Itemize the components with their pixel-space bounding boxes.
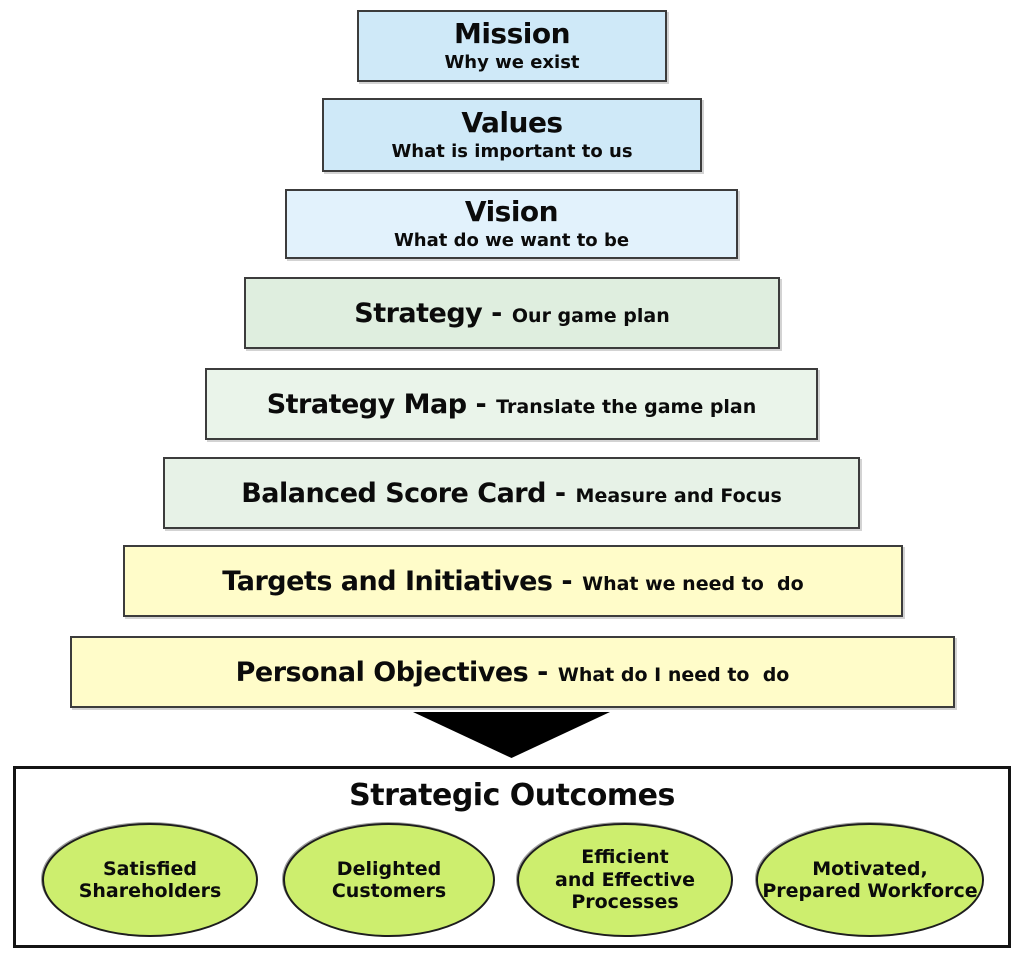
pyramid-level-strategy-map: Strategy Map - Translate the game plan (205, 368, 818, 440)
level-subtitle: Why we exist (444, 51, 580, 73)
level-title: Values (461, 106, 563, 140)
outcome-ellipse-delighted-customers: Delighted Customers (283, 823, 495, 937)
outcome-label: Delighted Customers (331, 857, 447, 902)
outcome-label: Efficient and Effective Processes (555, 846, 695, 914)
level-subtitle: What is important to us (391, 140, 633, 162)
level-title: Strategy Map - (266, 388, 487, 420)
level-subtitle: What do I need to do (557, 663, 790, 686)
level-title: Mission (453, 17, 571, 51)
pyramid-level-vision: Vision What do we want to be (285, 189, 738, 259)
outcome-ellipse-satisfied-shareholders: Satisfied Shareholders (42, 823, 258, 937)
pyramid-level-values: Values What is important to us (322, 98, 702, 172)
pyramid-level-balanced-score-card: Balanced Score Card - Measure and Focus (163, 457, 860, 529)
level-subtitle: What do we want to be (393, 229, 630, 251)
level-subtitle: Translate the game plan (496, 395, 757, 418)
level-title: Personal Objectives - (235, 656, 549, 688)
pyramid-level-strategy: Strategy - Our game plan (244, 277, 780, 349)
outcome-ellipse-motivated-prepared-workforce: Motivated, Prepared Workforce (756, 823, 984, 937)
pyramid-level-personal-objectives: Personal Objectives - What do I need to … (70, 636, 955, 708)
level-title: Targets and Initiatives - (222, 565, 573, 597)
strategic-outcomes-title: Strategic Outcomes (349, 778, 675, 813)
level-subtitle: Our game plan (511, 304, 670, 327)
outcome-label: Satisfied Shareholders (78, 857, 222, 902)
level-title: Balanced Score Card - (241, 477, 566, 509)
outcome-ellipse-efficient-effective-processes: Efficient and Effective Processes (517, 823, 733, 937)
level-subtitle: Measure and Focus (575, 484, 782, 507)
level-title: Vision (464, 195, 559, 229)
down-arrow-icon (413, 712, 610, 758)
outcome-label: Motivated, Prepared Workforce (762, 857, 978, 902)
level-subtitle: What we need to do (582, 572, 804, 595)
level-title: Strategy - (354, 297, 502, 329)
pyramid-level-mission: Mission Why we exist (357, 10, 667, 82)
pyramid-level-targets-and-initiatives: Targets and Initiatives - What we need t… (123, 545, 903, 617)
